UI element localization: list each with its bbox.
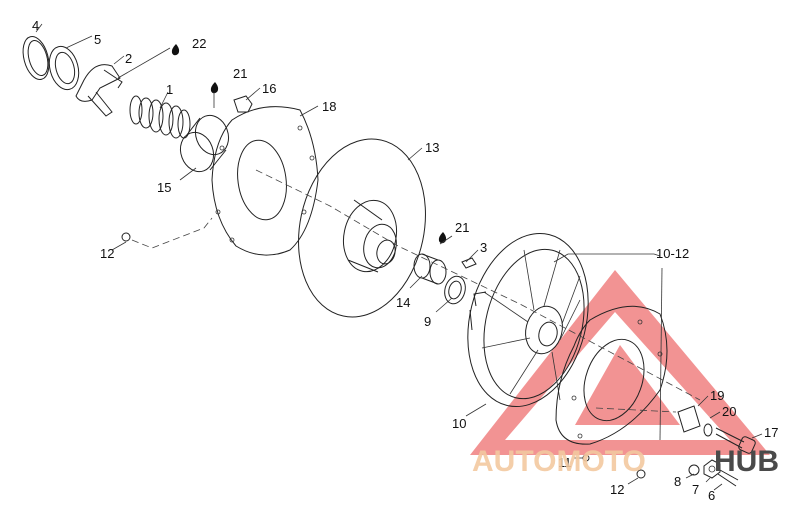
part-spacer xyxy=(677,405,713,437)
label-part-18: 18 xyxy=(322,99,336,114)
label-part-2: 2 xyxy=(125,51,132,66)
part-stud xyxy=(717,469,739,487)
part-fan-pulley xyxy=(467,232,589,408)
assembly-axis-lines xyxy=(131,169,701,413)
part-nut xyxy=(688,459,721,479)
label-part-10-12: 10-12 xyxy=(656,246,689,261)
leader-lines xyxy=(35,23,763,491)
watermark-triangle xyxy=(470,270,770,455)
label-part-12b: 12 xyxy=(610,482,624,497)
label-part-9: 9 xyxy=(424,314,431,329)
label-part-12a: 12 xyxy=(100,246,114,261)
label-part-7: 7 xyxy=(692,482,699,497)
part-number-labels: 4 5 2 22 21 1 16 18 13 15 12 21 3 14 9 1… xyxy=(32,18,778,503)
label-part-13: 13 xyxy=(425,140,439,155)
part-outer-plate xyxy=(555,305,668,445)
label-part-16: 16 xyxy=(262,81,276,96)
label-part-22: 22 xyxy=(192,36,206,51)
label-part-20: 20 xyxy=(722,404,736,419)
part-bolt xyxy=(715,427,756,454)
part-spring-seat xyxy=(75,64,123,117)
label-part-5: 5 xyxy=(94,32,101,47)
part-bushing xyxy=(179,114,230,173)
watermark-text-automoto: AUTOMOTO xyxy=(472,445,646,478)
watermark-inner-triangle xyxy=(575,345,680,425)
watermark-text-hub: HUB xyxy=(714,445,779,478)
label-part-21b: 21 xyxy=(455,220,469,235)
label-part-3: 3 xyxy=(480,240,487,255)
label-part-21a: 21 xyxy=(233,66,247,81)
label-part-11: 11 xyxy=(558,455,572,470)
label-part-6: 6 xyxy=(708,488,715,503)
part-circlip xyxy=(22,36,50,80)
label-part-19: 19 xyxy=(710,388,724,403)
oil-drop-icon xyxy=(171,44,447,244)
part-small-bolt xyxy=(121,232,646,479)
label-part-17: 17 xyxy=(764,425,778,440)
part-sleeve xyxy=(413,253,447,285)
label-part-14: 14 xyxy=(396,295,410,310)
part-spring xyxy=(129,95,191,139)
part-thrust-washer xyxy=(444,275,466,305)
label-part-8: 8 xyxy=(674,474,681,489)
part-washer xyxy=(48,45,80,91)
label-part-10: 10 xyxy=(452,416,466,431)
label-part-1: 1 xyxy=(166,82,173,97)
label-part-4: 4 xyxy=(32,18,39,33)
part-slider xyxy=(233,95,253,113)
label-part-15: 15 xyxy=(157,180,171,195)
watermark-wordmark: AUTOMOTO HUB xyxy=(472,445,779,478)
part-movable-sheave xyxy=(298,138,426,318)
part-fixed-sheave-plate xyxy=(211,106,319,256)
watermark-logo xyxy=(470,270,770,455)
